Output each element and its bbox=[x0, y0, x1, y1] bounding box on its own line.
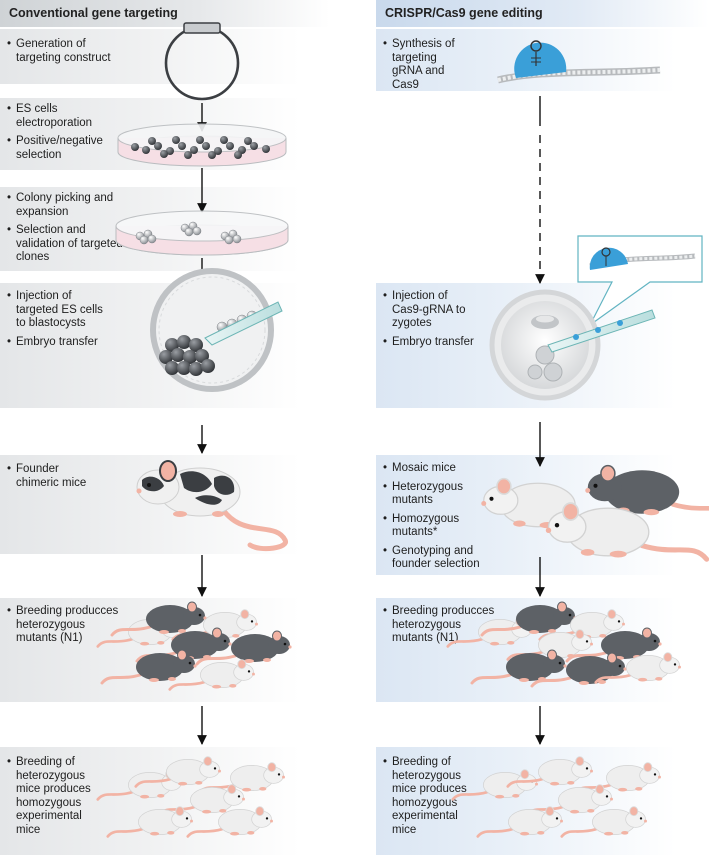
step-item: Mosaic mice bbox=[383, 462, 498, 476]
chimeric-mouse bbox=[136, 460, 288, 552]
petri-dish-electroporation bbox=[117, 123, 287, 167]
step-list: Breeding producces heterozygous mutants … bbox=[383, 605, 495, 651]
blastocyst bbox=[150, 268, 283, 392]
step-item: Breeding of heterozygous mice produces h… bbox=[7, 756, 109, 837]
step-item: Positive/negative selection bbox=[7, 135, 132, 162]
mice-group-n1 bbox=[96, 600, 294, 691]
zygote bbox=[489, 289, 656, 401]
step-item: Heterozygous mutants bbox=[383, 481, 498, 508]
step-item: Homozygous mutants* bbox=[383, 513, 498, 540]
cas9-callout bbox=[577, 235, 703, 326]
step-list: Synthesis of targeting gRNA and Cas9 bbox=[383, 38, 463, 97]
step-list: Colony picking and expansion Selection a… bbox=[7, 192, 127, 270]
step-item: Embryo transfer bbox=[7, 336, 107, 350]
mice-group-homozygous bbox=[96, 755, 287, 838]
crispr-header: CRISPR/Cas9 gene editing bbox=[376, 0, 709, 27]
step-item: Injection of Cas9-gRNA to zygotes bbox=[383, 290, 478, 331]
step-list: Injection of targeted ES cells to blasto… bbox=[7, 290, 107, 354]
step-list: Injection of Cas9-gRNA to zygotes Embryo… bbox=[383, 290, 478, 354]
step-item: Breeding producces heterozygous mutants … bbox=[7, 605, 119, 646]
plasmid-vector bbox=[164, 22, 240, 101]
step-item: Breeding producces heterozygous mutants … bbox=[383, 605, 495, 646]
step-item: Breeding of heterozygous mice produces h… bbox=[383, 756, 485, 837]
step-item: ES cells electroporation bbox=[7, 103, 132, 130]
step-list: Breeding of heterozygous mice produces h… bbox=[7, 756, 109, 842]
step-list: Founder chimeric mice bbox=[7, 463, 97, 495]
step-item: Genotyping and founder selection bbox=[383, 545, 498, 572]
step-list: ES cells electroporation Positive/negati… bbox=[7, 103, 132, 167]
conventional-header: Conventional gene targeting bbox=[0, 0, 330, 27]
step-item: Generation of targeting construct bbox=[7, 38, 127, 65]
step-list: Mosaic mice Heterozygous mutants Homozyg… bbox=[383, 462, 498, 577]
mice-group-n1-crispr bbox=[446, 600, 683, 688]
step-item: Selection and validation of targeted clo… bbox=[7, 224, 127, 265]
step-item: Founder chimeric mice bbox=[7, 463, 97, 490]
cas9-grna-complex bbox=[497, 40, 661, 84]
step-item: Embryo transfer bbox=[383, 336, 478, 350]
petri-dish-colonies bbox=[115, 210, 289, 256]
step-list: Breeding producces heterozygous mutants … bbox=[7, 605, 119, 651]
step-list: Generation of targeting construct bbox=[7, 38, 127, 70]
step-list: Breeding of heterozygous mice produces h… bbox=[383, 756, 485, 842]
step-item: Injection of targeted ES cells to blasto… bbox=[7, 290, 107, 331]
step-item: Synthesis of targeting gRNA and Cas9 bbox=[383, 38, 463, 92]
founder-mice bbox=[481, 466, 709, 560]
mice-group-homozygous-crispr bbox=[451, 755, 663, 838]
step-item: Colony picking and expansion bbox=[7, 192, 127, 219]
